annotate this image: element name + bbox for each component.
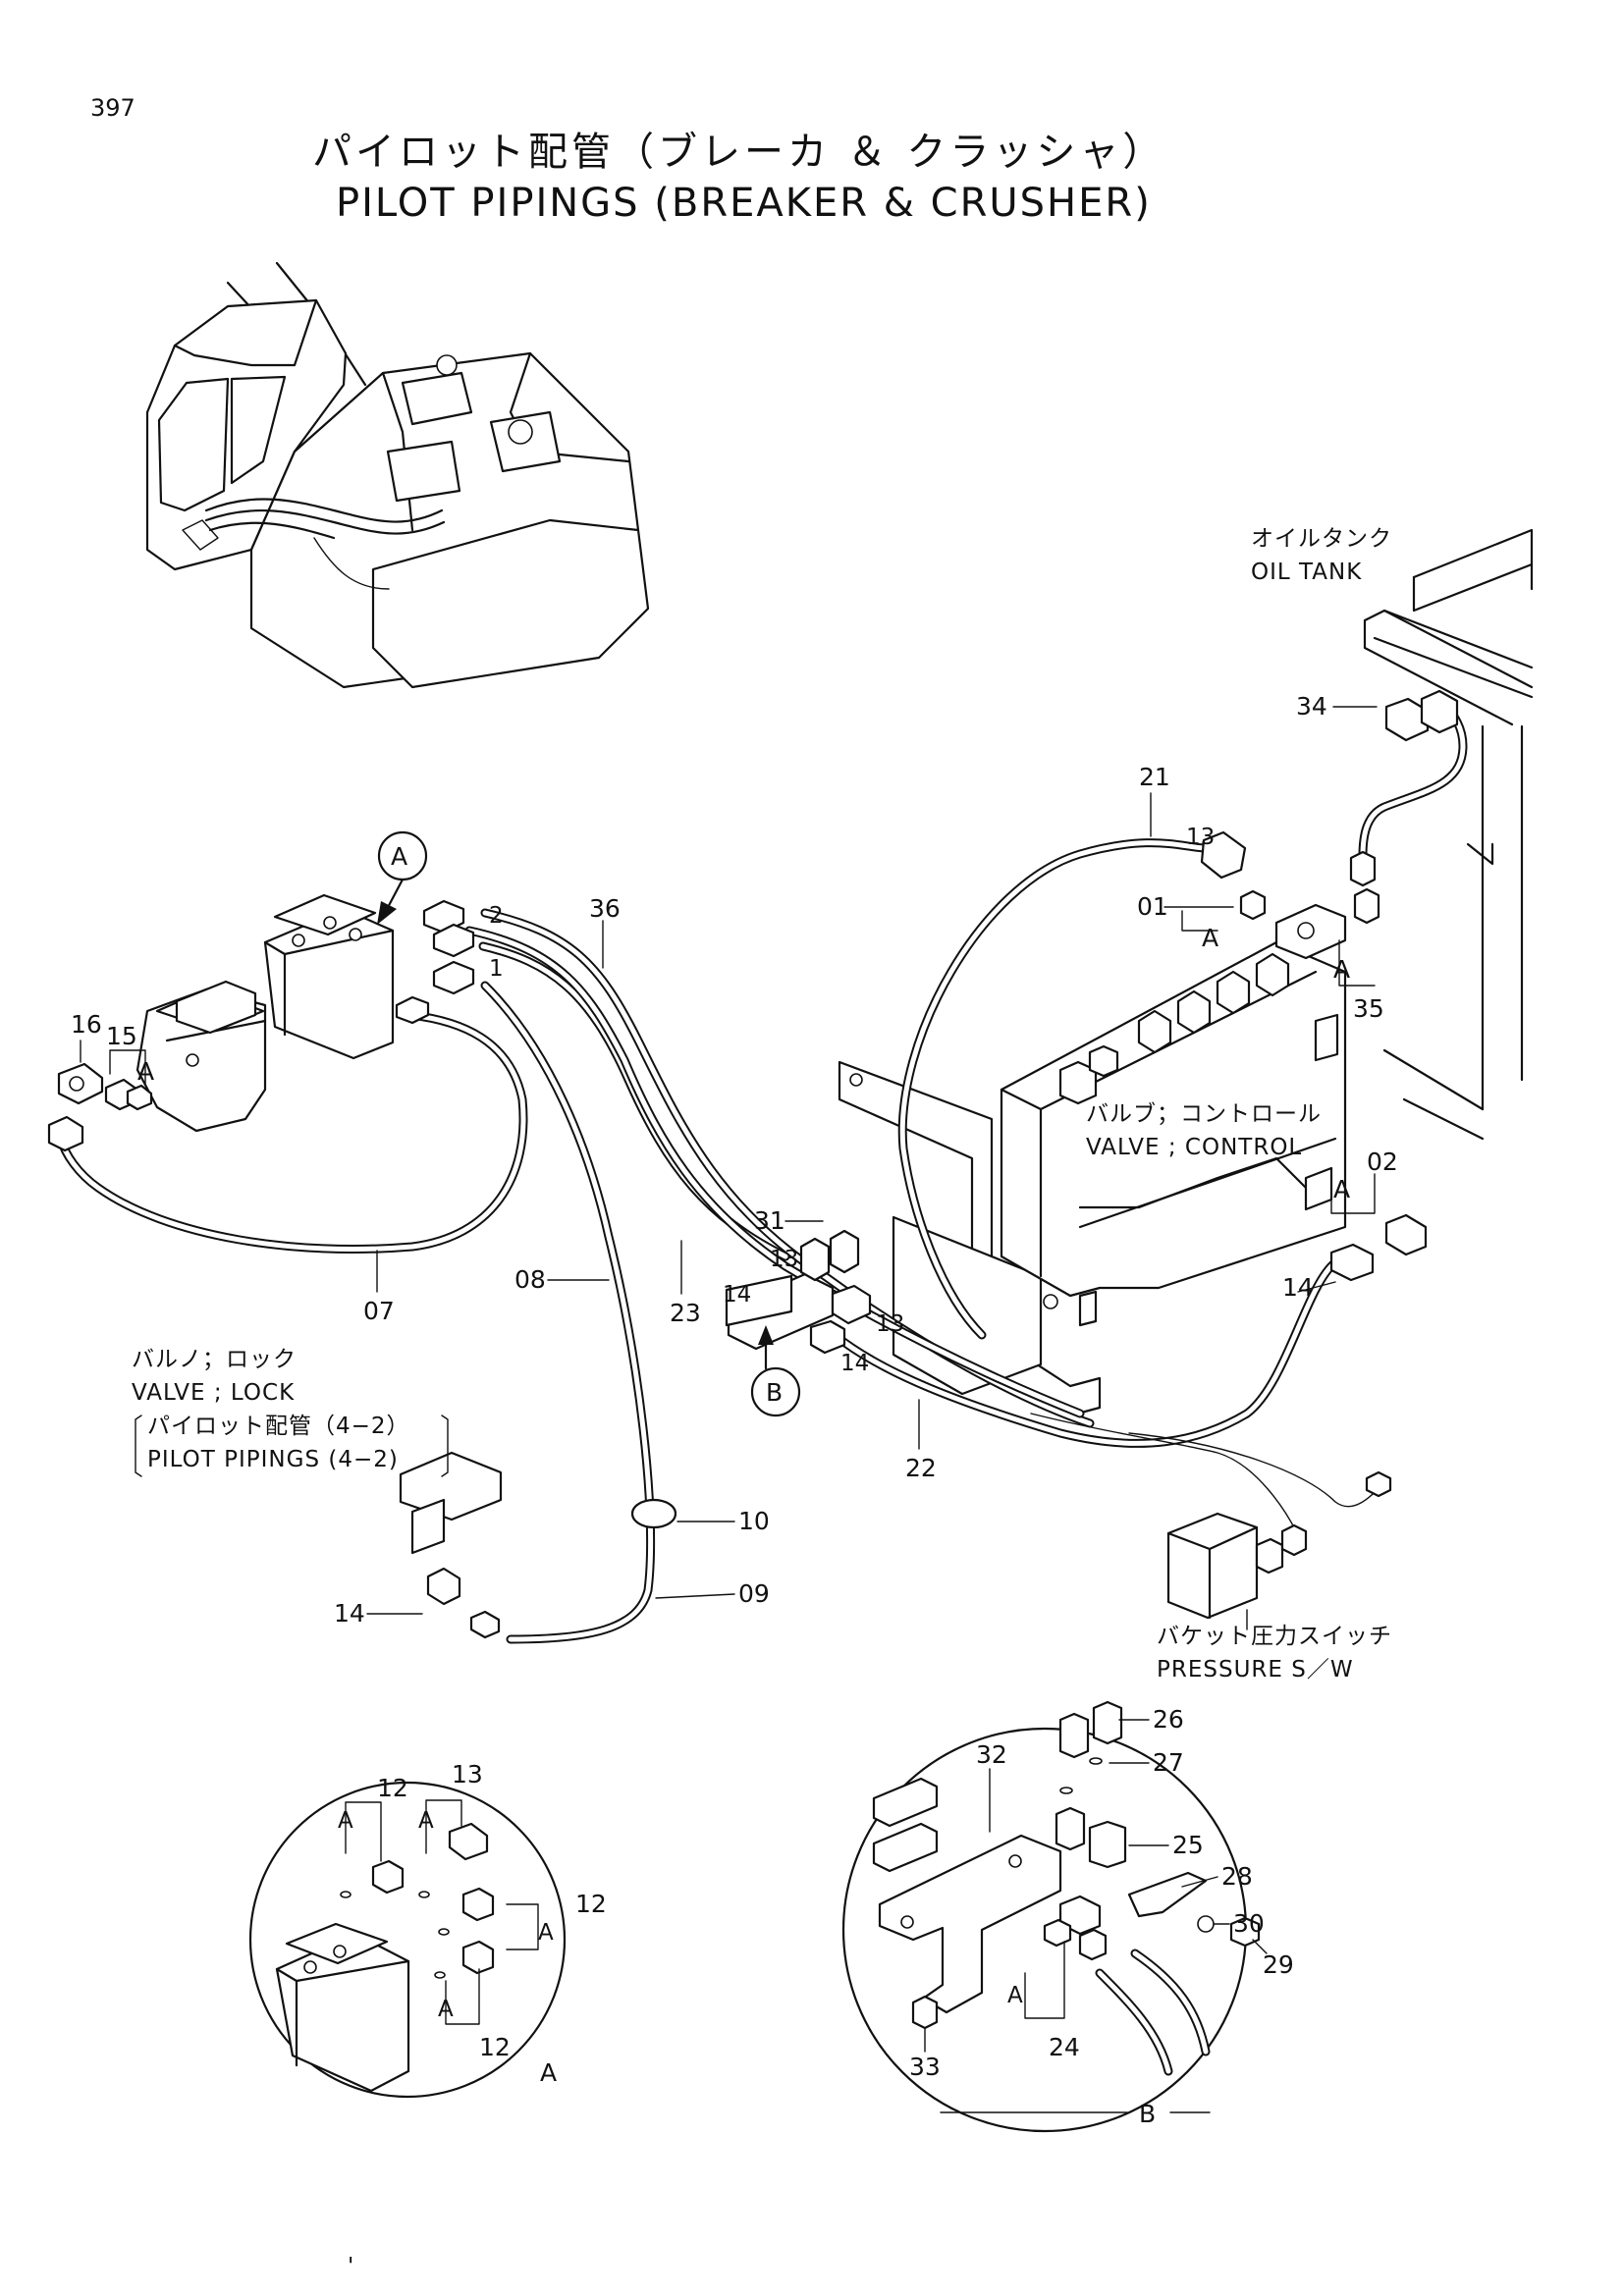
detail-b-part-24: 24 (1049, 2033, 1080, 2061)
detail-a-view (248, 1781, 567, 2099)
part-label-09: 09 (738, 1579, 770, 1608)
part-label-35: 35 (1353, 994, 1384, 1023)
part-label-13-upper: 13 (1186, 825, 1215, 850)
detail-a-mark-4: A (438, 1997, 454, 2022)
pilot-block-drawing (263, 893, 475, 1060)
oil-tank-drawing (1363, 528, 1534, 1141)
detail-b-part-25: 25 (1172, 1831, 1204, 1859)
detail-a-mark-1: A (338, 1808, 353, 1834)
oil-tank-caption-en: OIL TANK (1251, 560, 1362, 585)
excavator-overview-drawing (145, 261, 650, 689)
detail-b-part-27: 27 (1153, 1748, 1184, 1777)
part-label-02: 02 (1367, 1148, 1398, 1176)
part-label-15: 15 (106, 1022, 137, 1050)
detail-b-part-29: 29 (1263, 1950, 1294, 1979)
pilot-ref-caption-en: PILOT PIPINGS (4−2) (147, 1447, 399, 1472)
detail-a-part-12-a: 12 (377, 1774, 408, 1802)
detail-b-part-30: 30 (1233, 1909, 1265, 1938)
part-label-31: 31 (754, 1206, 785, 1235)
part-label-a-15: A (137, 1057, 154, 1086)
detail-a-part-12-b: 12 (575, 1890, 607, 1918)
part-label-08: 08 (514, 1265, 546, 1294)
part-label-14-lock: 14 (334, 1599, 365, 1628)
part-label-36: 36 (589, 894, 621, 923)
detail-a-mark-2: A (418, 1808, 434, 1834)
part-label-a-02: A (1333, 1175, 1350, 1203)
part-label-07: 07 (363, 1297, 395, 1325)
lock-valve-caption-jp: バルノ；ロック (132, 1347, 297, 1372)
part-label-23: 23 (670, 1299, 701, 1327)
title-english: PILOT PIPINGS (BREAKER & CRUSHER) (336, 181, 1152, 226)
part-label-10: 10 (738, 1507, 770, 1535)
pressure-switch-caption-jp: バケット圧力スイッチ (1157, 1624, 1392, 1649)
part-label-14-valve: 14 (1282, 1273, 1314, 1302)
oil-tank-caption-jp: オイルタンク (1251, 526, 1392, 552)
detail-a-mark-3: A (538, 1920, 554, 1946)
control-valve-caption-jp: バルブ；コントロール (1086, 1101, 1322, 1127)
part-label-13-top: 13 (770, 1247, 798, 1272)
page-number: 397 (90, 94, 135, 122)
part-label-01: 01 (1137, 892, 1168, 921)
part-label-34: 34 (1296, 692, 1327, 721)
detail-a-part-13: 13 (452, 1760, 483, 1789)
pilot-ref-brackets (135, 1415, 449, 1477)
pressure-switch-caption-en: PRESSURE S／W (1157, 1657, 1354, 1682)
detail-a-part-12-c: 12 (479, 2033, 511, 2061)
detail-a-label: A (540, 2058, 557, 2087)
control-valve-drawing (838, 903, 1347, 1417)
detail-b-label: B (1139, 2100, 1156, 2128)
part-label-16: 16 (71, 1010, 102, 1039)
detail-b-part-33: 33 (909, 2053, 941, 2081)
part-label-22: 22 (905, 1454, 937, 1482)
title-japanese: パイロット配管（ブレーカ ＆ クラッシャ） (312, 130, 1165, 175)
part-label-21: 21 (1139, 763, 1170, 791)
detail-b-part-32: 32 (976, 1740, 1007, 1769)
part-label-a-35: A (1333, 955, 1350, 984)
detail-b-mark-a: A (1007, 1983, 1023, 2008)
detail-b-part-28: 28 (1221, 1862, 1253, 1891)
part-label-14-small: 14 (840, 1351, 869, 1376)
pipe-label-1: 1 (489, 956, 504, 982)
breaker-block-drawing (399, 689, 1459, 1639)
callout-a-letter: A (391, 842, 407, 871)
detail-b-part-26: 26 (1153, 1705, 1184, 1734)
control-valve-caption-en: VALVE ; CONTROL (1086, 1135, 1302, 1160)
text-labels: A B オイルタンク OIL TANK バルブ；コントロール VALVE ; C… (71, 526, 1398, 2279)
pilot-ref-caption-jp: パイロット配管（4−2） (147, 1414, 410, 1439)
pipe-label-2: 2 (489, 903, 504, 929)
detail-b-view (841, 1700, 1268, 2133)
callout-b-letter: B (766, 1378, 783, 1407)
hose-routing (56, 700, 1468, 1644)
part-label-14-block: 14 (723, 1282, 751, 1308)
lock-valve-drawing (47, 980, 267, 1152)
leader-lines (80, 706, 1378, 1630)
lock-valve-caption-en: VALVE ; LOCK (132, 1380, 295, 1406)
part-label-13-block: 13 (876, 1311, 904, 1337)
part-label-a-top: A (1202, 924, 1218, 952)
footer-mark: ' (348, 2254, 353, 2279)
